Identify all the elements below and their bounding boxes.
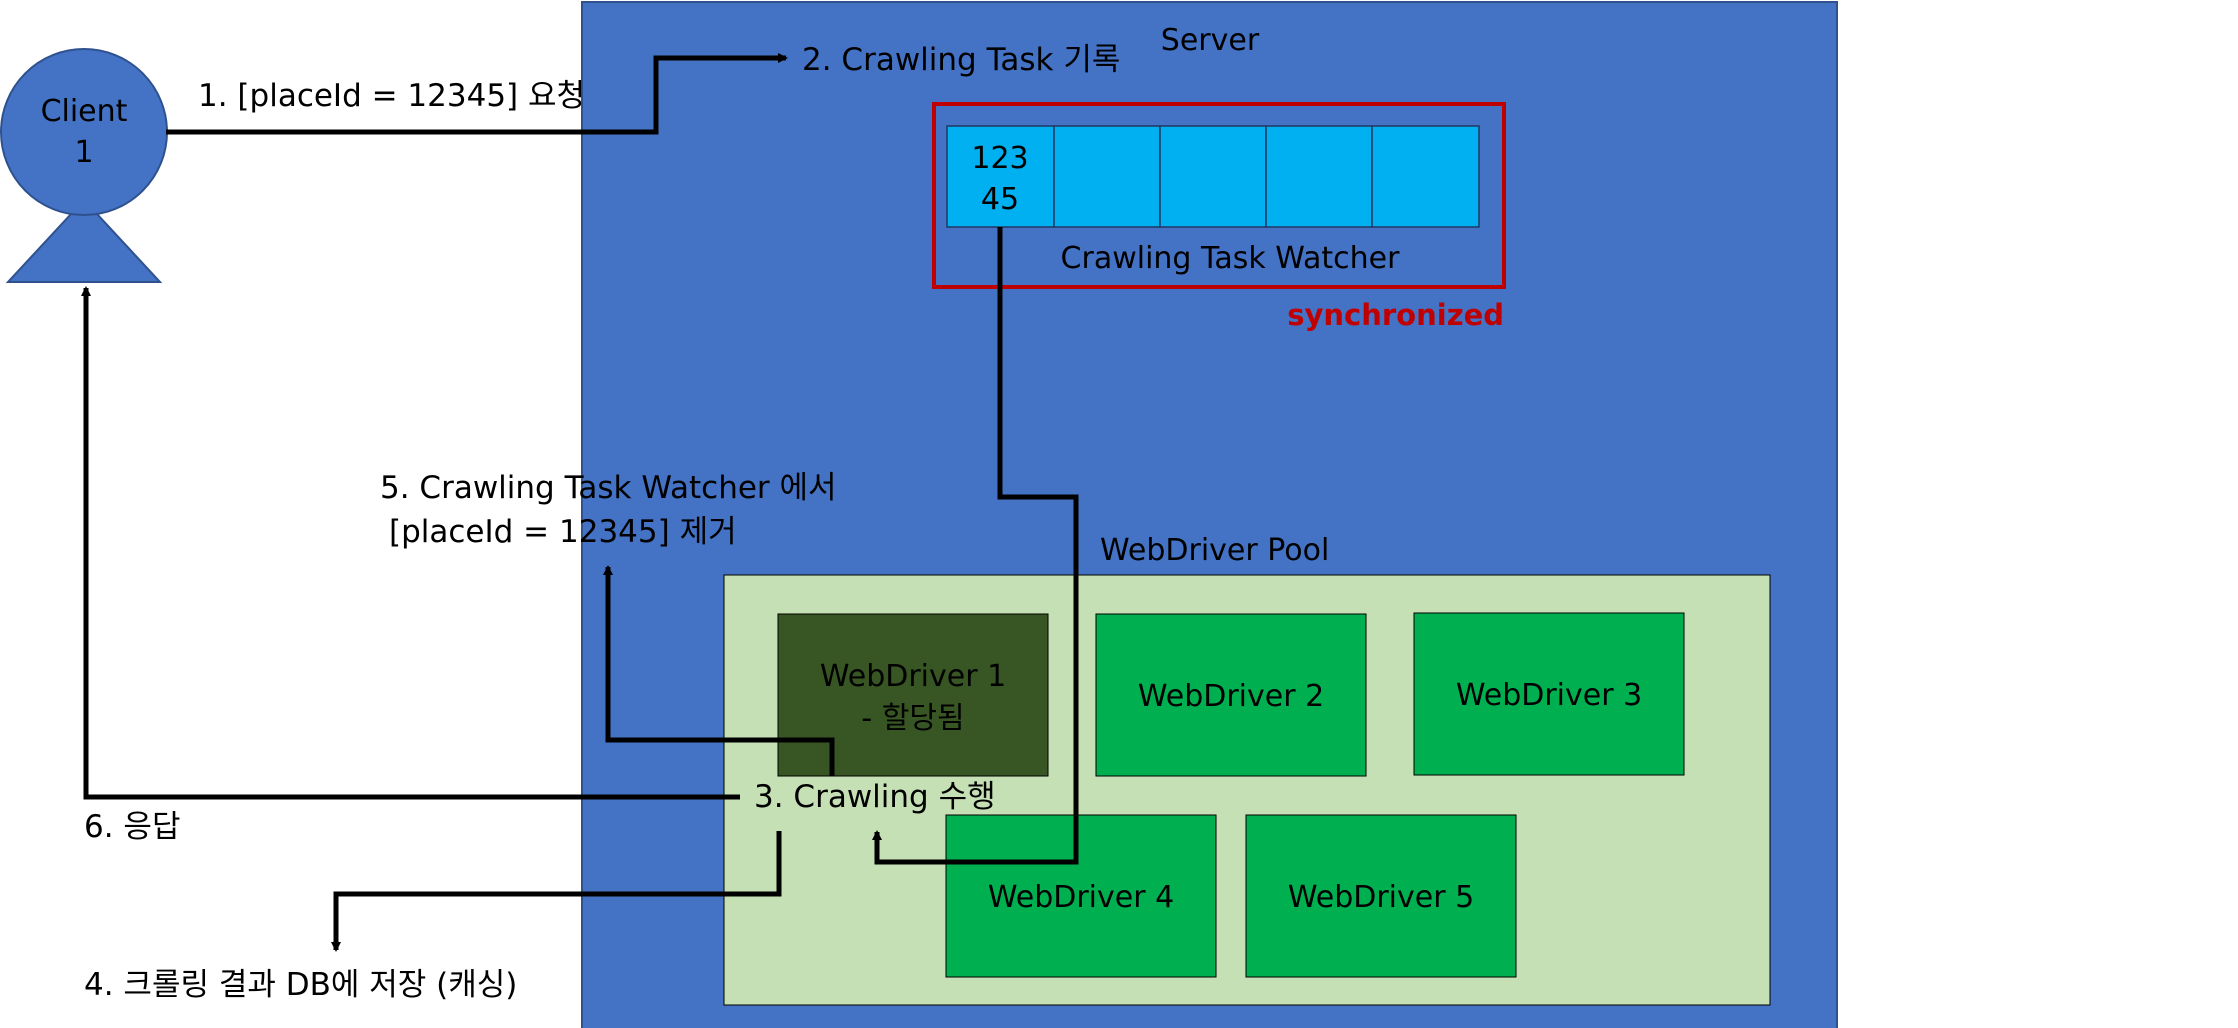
client-label-line1: Client: [41, 94, 128, 129]
dispatch-arrow: [872, 227, 1079, 865]
webdriver-5-label: WebDriver 5: [1288, 880, 1474, 915]
queue-cell-5: [1371, 125, 1480, 228]
step-3-label: 3. Crawling 수행: [754, 779, 996, 815]
webdriver-2: [1095, 613, 1367, 777]
webdriver-3: [1413, 612, 1685, 776]
step-5-label-line2: [placeId = 12345] 제거: [389, 514, 737, 550]
client-head: [0, 48, 168, 216]
watcher-border: [932, 102, 1506, 289]
watcher-label: Crawling Task Watcher: [1061, 241, 1401, 276]
webdriver-1-label-line1: WebDriver 1: [820, 659, 1006, 694]
step-2-label: 2. Crawling Task 기록: [802, 42, 1120, 78]
synchronized-label: synchronized: [1287, 298, 1504, 332]
response-arrow: [81, 286, 740, 800]
webdriver-5: [1245, 814, 1517, 978]
connectors: [81, 53, 1079, 952]
client-body: [5, 198, 163, 283]
request-arrow: [166, 53, 788, 135]
queue-cell-2: [1053, 125, 1161, 228]
client-actor: Client 1: [0, 48, 168, 283]
pool-title: WebDriver Pool: [1100, 533, 1329, 568]
webdriver-2-label: WebDriver 2: [1138, 679, 1324, 714]
webdriver-1-label-line2: - 할당됨: [861, 701, 964, 736]
queue-cell-1-line1: 123: [971, 141, 1028, 176]
webdriver-3-label: WebDriver 3: [1456, 678, 1642, 713]
client-label-line2: 1: [74, 135, 93, 170]
server-title: Server: [1161, 23, 1260, 58]
step-6-label: 6. 응답: [84, 809, 180, 845]
task-queue: 123 45: [946, 125, 1480, 228]
webdriver-4-label: WebDriver 4: [988, 880, 1174, 915]
queue-cell-3: [1159, 125, 1267, 228]
queue-cell-1-line2: 45: [981, 182, 1019, 217]
save-arrow: [331, 831, 782, 952]
remove-arrow: [603, 565, 835, 776]
webdriver-1: [777, 613, 1049, 777]
step-5-label-line1: 5. Crawling Task Watcher 에서: [380, 470, 837, 506]
step-1-label: 1. [placeId = 12345] 요청: [198, 78, 585, 114]
queue-cell-4: [1265, 125, 1373, 228]
webdriver-4: [945, 814, 1217, 978]
step-4-label: 4. 크롤링 결과 DB에 저장 (캐싱): [84, 967, 517, 1003]
queue-cell-1: [946, 125, 1055, 228]
